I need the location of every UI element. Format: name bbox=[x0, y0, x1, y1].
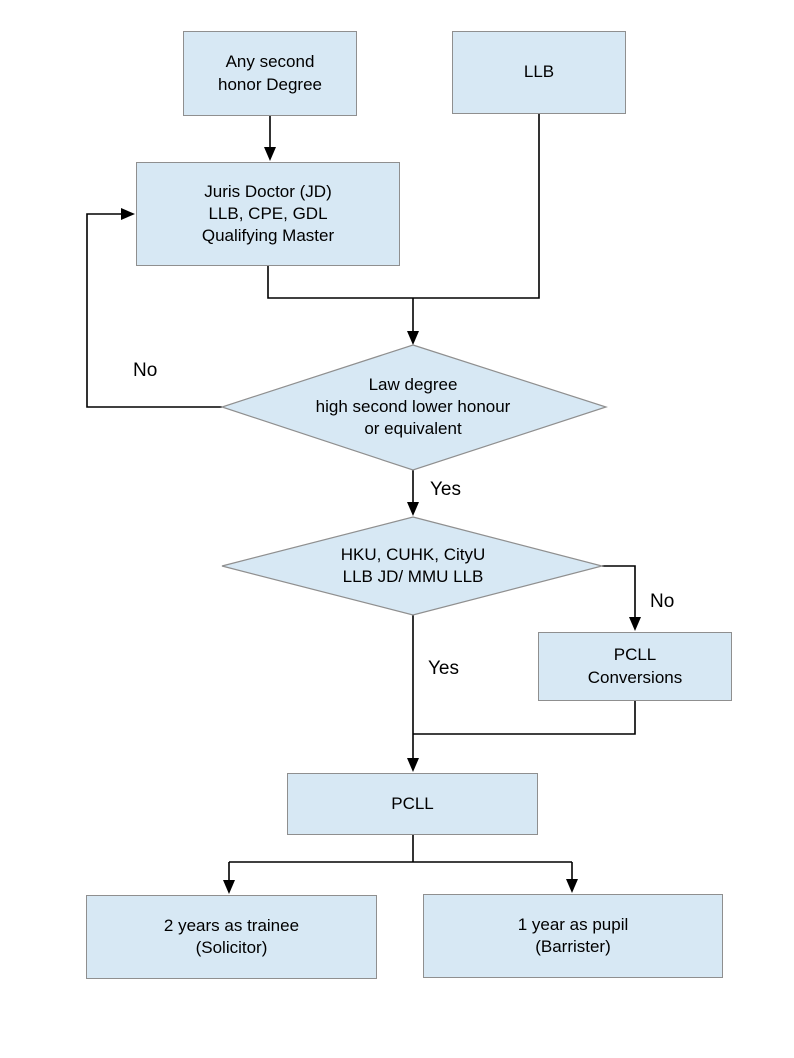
arrowhead-into-law-decision bbox=[407, 331, 419, 345]
arrowhead-into-hku-decision bbox=[407, 502, 419, 516]
node-pupil-barrister-label: 1 year as pupil (Barrister) bbox=[517, 914, 629, 956]
edge-label-hku-no: No bbox=[650, 591, 675, 612]
connector-hku-decision-no bbox=[602, 565, 636, 618]
node-llb: LLB bbox=[452, 31, 626, 114]
node-any-second-honor-degree: Any second honor Degree bbox=[183, 31, 357, 116]
arrowhead-into-solicitor bbox=[223, 880, 235, 894]
arrowhead-into-conversions bbox=[629, 617, 641, 631]
edge-label-law-degree-no: No bbox=[133, 360, 158, 381]
arrowhead-into-jd-top bbox=[264, 147, 276, 161]
connector-conversions-return bbox=[413, 701, 636, 735]
node-pcll-conversions: PCLL Conversions bbox=[538, 632, 732, 701]
node-juris-doctor: Juris Doctor (JD) LLB, CPE, GDL Qualifyi… bbox=[136, 162, 400, 266]
node-llb-label: LLB bbox=[523, 62, 555, 82]
connector-jd-llb-merge bbox=[267, 114, 540, 299]
node-pupil-barrister: 1 year as pupil (Barrister) bbox=[423, 894, 723, 978]
node-trainee-solicitor-label: 2 years as trainee (Solicitor) bbox=[163, 915, 300, 957]
node-pcll: PCLL bbox=[287, 773, 538, 835]
arrowhead-into-pcll bbox=[407, 758, 419, 772]
node-juris-doctor-label: Juris Doctor (JD) LLB, CPE, GDL Qualifyi… bbox=[201, 181, 335, 246]
decision-law-degree-shape bbox=[220, 344, 608, 471]
decision-hku-cuhk-cityu-shape bbox=[221, 516, 605, 616]
node-pcll-label: PCLL bbox=[391, 793, 434, 813]
edge-label-law-degree-yes: Yes bbox=[430, 479, 461, 500]
node-trainee-solicitor: 2 years as trainee (Solicitor) bbox=[86, 895, 377, 979]
arrowhead-into-jd-left bbox=[121, 208, 135, 220]
arrowhead-into-barrister bbox=[566, 879, 578, 893]
edge-label-hku-yes: Yes bbox=[428, 658, 459, 679]
connector-law-decision-no-loop bbox=[86, 213, 222, 408]
node-any-second-honor-degree-label: Any second honor Degree bbox=[218, 52, 322, 94]
node-pcll-conversions-label: PCLL Conversions bbox=[587, 645, 683, 687]
